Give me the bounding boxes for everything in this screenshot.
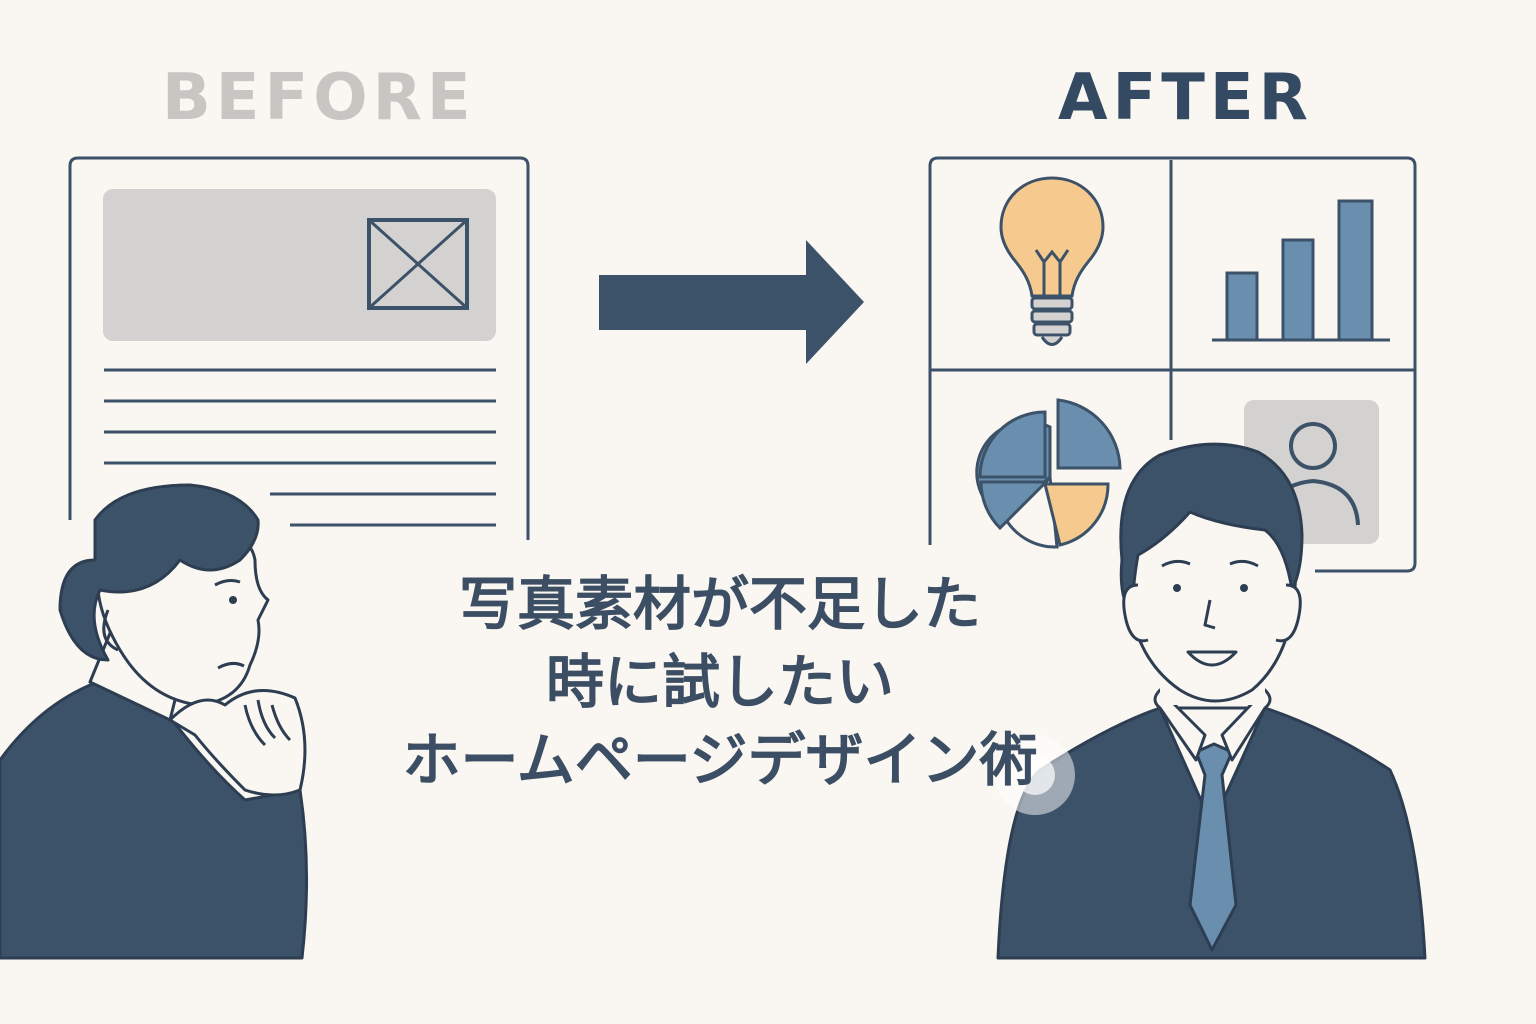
before-page-mockup bbox=[68, 156, 530, 540]
worried-man-illustration bbox=[0, 483, 309, 960]
image-placeholder-icon bbox=[367, 218, 469, 310]
arrow-right-icon bbox=[599, 240, 864, 364]
after-page-mockup bbox=[928, 156, 1417, 573]
sparkle-glow bbox=[995, 735, 1075, 815]
happy-man-illustration bbox=[996, 442, 1427, 960]
text-lines bbox=[104, 368, 496, 527]
before-label: BEFORE bbox=[162, 61, 476, 135]
headline-line-1: 写真素材が不足した bbox=[458, 570, 981, 638]
after-label: AFTER bbox=[1058, 61, 1313, 135]
pie-chart-icon bbox=[975, 398, 1122, 549]
lightbulb-icon bbox=[999, 176, 1105, 346]
headline-line-3: ホームページデザイン術 bbox=[402, 726, 1038, 794]
headline-title: 写真素材が不足した 時に試したい ホームページデザイン術 bbox=[330, 565, 1110, 799]
headline-line-2: 時に試したい bbox=[545, 648, 894, 716]
hero-image-block bbox=[103, 189, 496, 341]
bar-chart-icon bbox=[1212, 199, 1390, 342]
